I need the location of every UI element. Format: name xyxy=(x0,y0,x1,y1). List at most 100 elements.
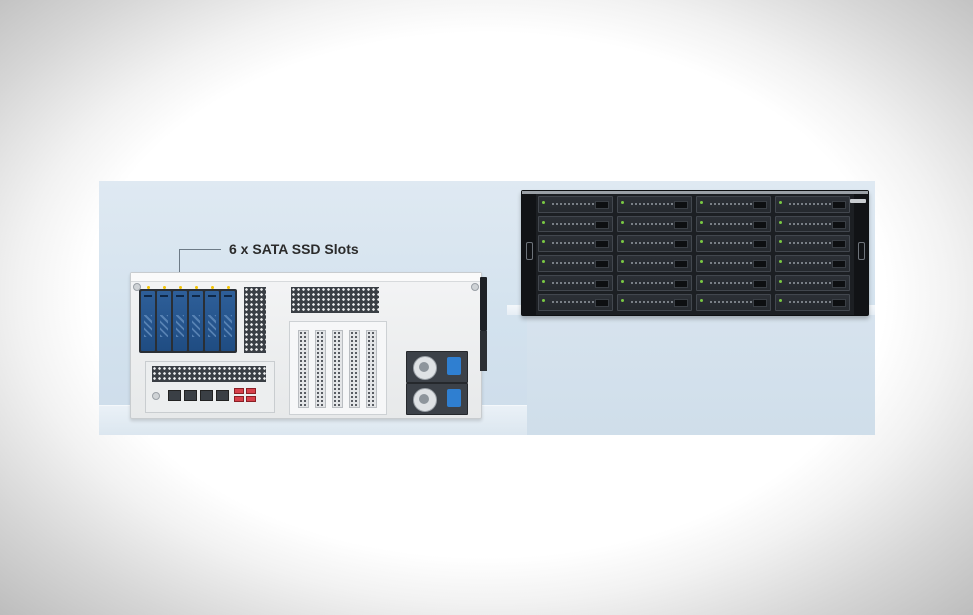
usb-port xyxy=(234,388,244,394)
usb-port xyxy=(246,396,256,402)
drive-tray xyxy=(617,235,692,252)
drive-tray xyxy=(696,235,771,252)
ethernet-port xyxy=(168,390,181,401)
drive-tray xyxy=(775,294,850,311)
ssd-slot xyxy=(189,286,203,351)
chassis-top-rim xyxy=(522,191,868,194)
drive-led xyxy=(779,299,782,303)
nas-front-view xyxy=(521,190,869,316)
drive-led xyxy=(779,240,782,244)
brand-logo xyxy=(850,199,866,203)
drive-led xyxy=(542,259,545,263)
ssd-slots-callout-label: 6 x SATA SSD Slots xyxy=(229,241,359,257)
io-panel xyxy=(145,361,275,413)
psu-handle xyxy=(447,357,461,375)
drive-tray xyxy=(617,294,692,311)
ssd-led xyxy=(195,286,198,289)
fan-icon xyxy=(413,388,437,412)
drive-led xyxy=(700,220,703,224)
pcie-slot xyxy=(349,330,360,408)
drive-led xyxy=(700,259,703,263)
drive-tray xyxy=(538,274,613,292)
ssd-led xyxy=(211,286,214,289)
nas-rear-view xyxy=(130,272,482,419)
pcie-expansion-area xyxy=(289,321,387,415)
side-vent xyxy=(244,287,266,353)
ssd-slot xyxy=(221,286,235,351)
callout-line-horizontal xyxy=(179,249,221,250)
drive-led xyxy=(779,279,782,283)
ssd-led xyxy=(147,286,150,289)
screw xyxy=(133,283,141,291)
drive-tray xyxy=(696,274,771,292)
pcie-slot xyxy=(315,330,326,408)
drive-led xyxy=(779,220,782,224)
drive-tray xyxy=(775,215,850,233)
usb-port xyxy=(246,388,256,394)
rack-ear-left xyxy=(522,194,536,315)
drive-bay-grid xyxy=(538,196,850,311)
rack-bracket xyxy=(480,331,487,371)
drive-led xyxy=(700,240,703,244)
screw xyxy=(471,283,479,291)
drive-led xyxy=(621,259,624,263)
drive-tray xyxy=(538,215,613,233)
drive-tray xyxy=(538,254,613,272)
drive-led xyxy=(621,279,624,283)
ssd-led xyxy=(227,286,230,289)
power-supply-unit xyxy=(406,351,468,383)
drive-tray xyxy=(617,215,692,233)
drive-led xyxy=(700,299,703,303)
drive-led xyxy=(542,220,545,224)
drive-tray xyxy=(696,196,771,213)
pcie-slot xyxy=(332,330,343,408)
ethernet-port xyxy=(184,390,197,401)
ssd-bay xyxy=(139,286,237,353)
ethernet-port xyxy=(216,390,229,401)
product-showcase-panel: 6 x SATA SSD Slots xyxy=(99,181,875,435)
ssd-slot xyxy=(157,286,171,351)
ethernet-port xyxy=(200,390,213,401)
ssd-slot xyxy=(141,286,155,351)
drive-led xyxy=(779,259,782,263)
rack-ear-right xyxy=(850,194,868,315)
drive-tray xyxy=(538,294,613,311)
fan-icon xyxy=(413,356,437,380)
right-pedestal xyxy=(527,312,875,435)
drive-led xyxy=(621,299,624,303)
drive-tray xyxy=(617,274,692,292)
drive-led xyxy=(700,201,703,204)
ssd-slot xyxy=(173,286,187,351)
rack-bracket xyxy=(480,277,487,331)
drive-tray xyxy=(775,196,850,213)
drive-led xyxy=(700,279,703,283)
drive-tray xyxy=(775,274,850,292)
power-supply-unit xyxy=(406,383,468,415)
drive-tray xyxy=(696,294,771,311)
handle-icon xyxy=(858,242,865,260)
chassis-top-lip xyxy=(131,273,481,282)
ssd-led xyxy=(163,286,166,289)
drive-tray xyxy=(617,196,692,213)
ssd-slot xyxy=(205,286,219,351)
psu-handle xyxy=(447,389,461,407)
drive-tray xyxy=(696,215,771,233)
callout-line-vertical xyxy=(179,249,180,291)
drive-led xyxy=(542,240,545,244)
drive-tray xyxy=(696,254,771,272)
drive-tray xyxy=(775,235,850,252)
screw xyxy=(152,392,160,400)
drive-tray xyxy=(617,254,692,272)
drive-tray xyxy=(538,235,613,252)
drive-led xyxy=(779,201,782,204)
drive-led xyxy=(542,299,545,303)
handle-icon xyxy=(526,242,533,260)
drive-led xyxy=(621,201,624,204)
io-vent xyxy=(152,366,266,382)
drive-led xyxy=(542,279,545,283)
pcie-slot xyxy=(366,330,377,408)
drive-led xyxy=(621,240,624,244)
usb-port xyxy=(234,396,244,402)
pcie-slot xyxy=(298,330,309,408)
drive-led xyxy=(542,201,545,204)
